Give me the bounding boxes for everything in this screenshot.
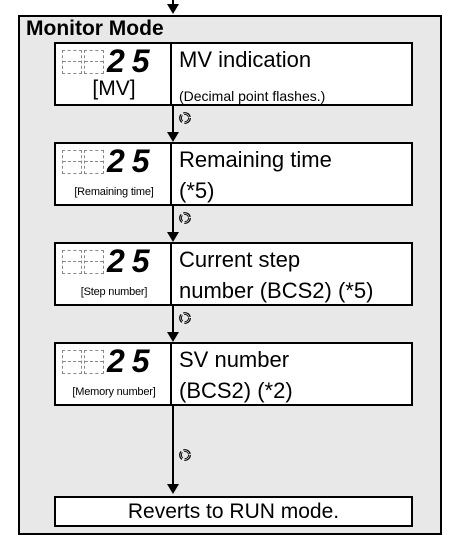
arrow-head — [167, 132, 179, 142]
blank-digit — [84, 50, 104, 74]
entry-arrow-line — [172, 0, 174, 5]
blank-digit — [84, 150, 104, 174]
card-label-line2: (BCS2) (*2) — [179, 378, 293, 403]
card-sub-label: [Step number] — [80, 286, 148, 298]
card-label-line1: Current step — [179, 247, 301, 272]
arrow-head — [167, 232, 179, 242]
arrow-head — [167, 484, 179, 494]
panel-title: Monitor Mode — [26, 17, 164, 40]
seven-seg-display: 25 — [62, 144, 166, 178]
cycle-icon — [179, 112, 191, 124]
display-digits: 25 — [107, 343, 157, 379]
display-digits: 25 — [107, 243, 157, 279]
card-sub-label: [Remaining time] — [74, 186, 154, 198]
arrow-head — [167, 332, 179, 342]
card-divider — [170, 344, 172, 404]
blank-digit — [62, 250, 82, 274]
card-divider — [170, 244, 172, 304]
cycle-icon — [179, 449, 191, 461]
card-label-line2: (Decimal point flashes.) — [179, 88, 326, 104]
seven-seg-display: 25 — [62, 344, 166, 378]
card-divider — [170, 144, 172, 204]
blank-digit — [62, 350, 82, 374]
seven-seg-display: 25 — [62, 244, 166, 278]
card-label-line2: number (BCS2) (*5) — [179, 278, 374, 303]
display-digits: 25 — [107, 143, 157, 179]
blank-digit — [84, 250, 104, 274]
cycle-icon — [179, 312, 191, 324]
mode-card-remaining-time: 25 [Remaining time] Remaining time (*5) — [54, 142, 413, 206]
mode-card-mv: 25 [MV] MV indication (Decimal point fla… — [54, 42, 413, 106]
card-label-line1: Remaining time — [179, 147, 332, 172]
blank-digit — [62, 50, 82, 74]
display-digits: 25 — [107, 43, 157, 79]
card-divider — [170, 44, 172, 104]
flow-line — [172, 406, 174, 490]
card-label-line2: (*5) — [179, 178, 215, 203]
card-sub-label: [MV] — [92, 77, 136, 100]
mode-card-sv-number: 25 [Memory number] SV number (BCS2) (*2) — [54, 342, 413, 406]
card-sub-label: [Memory number] — [72, 386, 156, 398]
entry-arrow-head — [167, 4, 179, 14]
seven-seg-display: 25 — [62, 44, 166, 78]
blank-digit — [84, 350, 104, 374]
card-label-line1: MV indication — [179, 47, 312, 72]
flow-line — [172, 206, 174, 238]
mode-card-step-number: 25 [Step number] Current step number (BC… — [54, 242, 413, 306]
flow-line — [172, 306, 174, 338]
flow-line — [172, 106, 174, 138]
reverts-to-run-mode-box: Reverts to RUN mode. — [54, 496, 413, 527]
card-label-line1: SV number — [179, 347, 290, 372]
blank-digit — [62, 150, 82, 174]
cycle-icon — [179, 212, 191, 224]
